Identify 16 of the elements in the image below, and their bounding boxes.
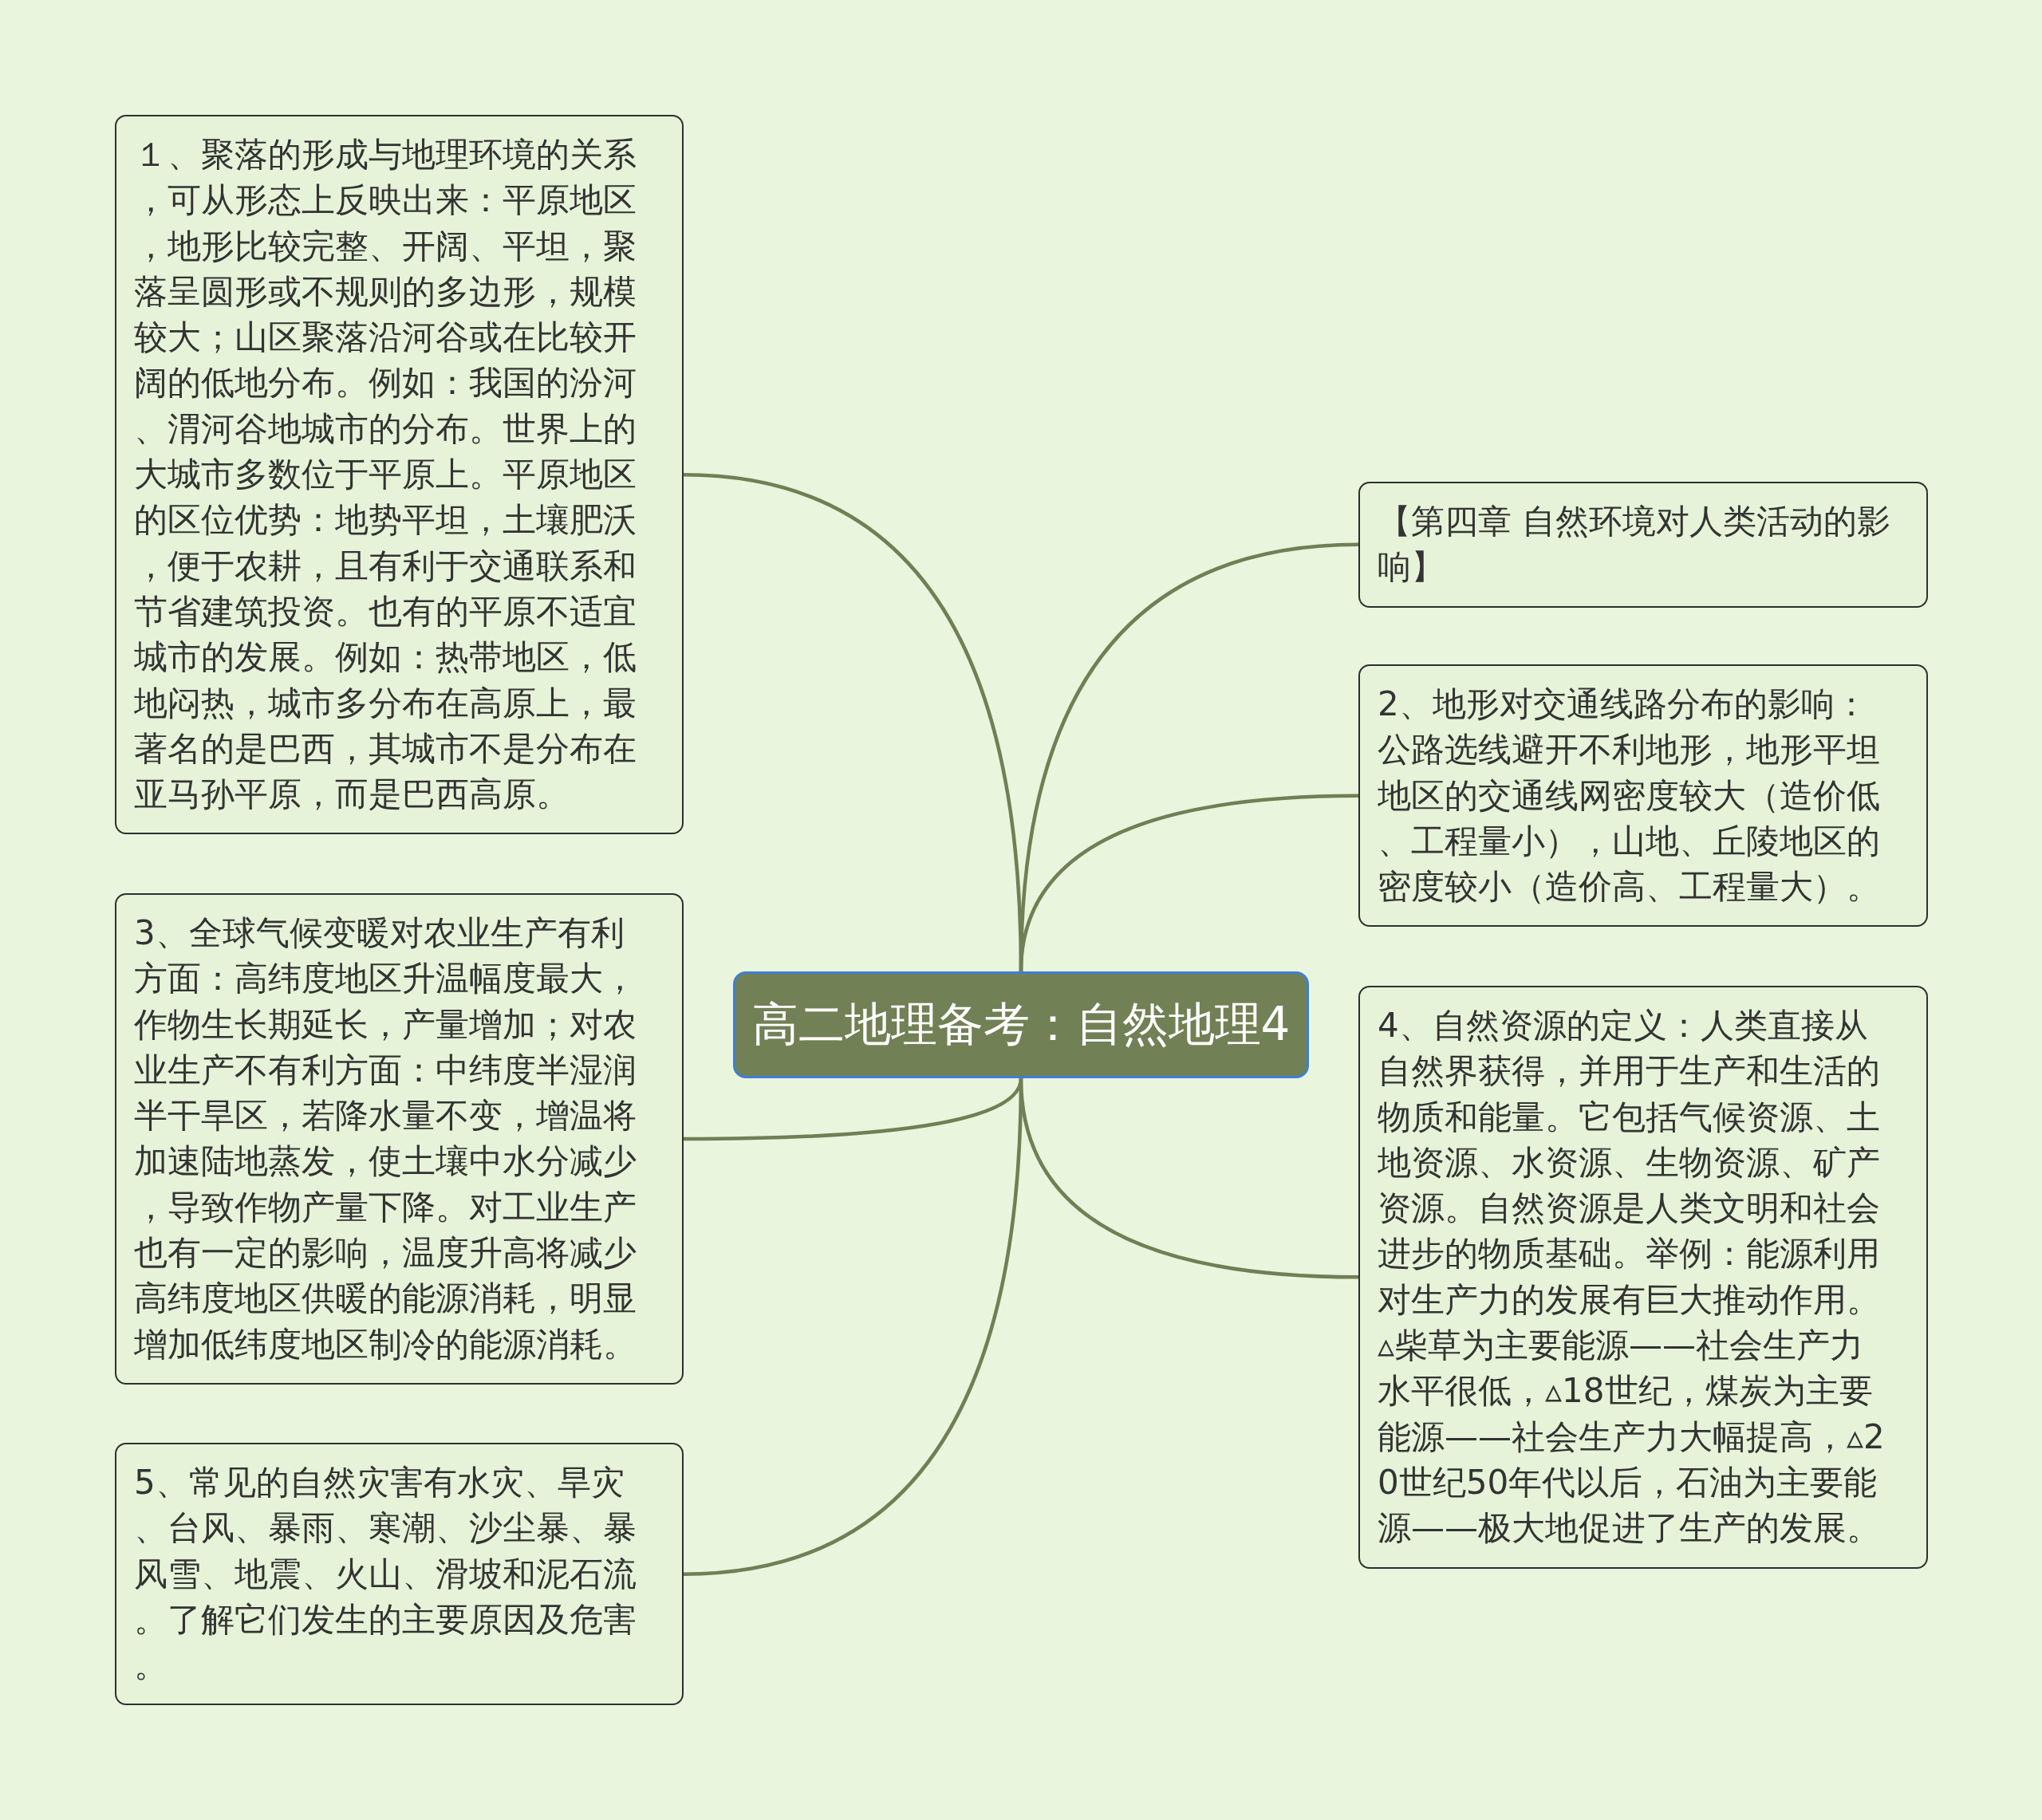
connector-line	[1019, 794, 1359, 972]
note-text: 【第四章 自然环境对人类活动的影响】	[1378, 501, 1892, 589]
topic-card	[115, 893, 684, 1385]
connector-line	[683, 1077, 1023, 1576]
note-text: 2、地形对交通线路分布的影响：公路选线避开不利地形，地形平坦地区的交通线网密度较大（造价低、工程量小），山地、丘陵地区的密度较小（造价高、工程量大）。	[1378, 683, 1881, 908]
topic-card	[1358, 482, 1928, 608]
note-text: １、聚落的形成与地理环境的关系，可从形态上反映出来：平原地区，地形比较完整、开阔、平坦，聚落呈圆形或不规则的多边形，规模较大；山区聚落沿河谷或在比较开阔的低地分布。例如：我国的汾河、渭河谷地城市的分布。世界上的大城市多数位于平原上。平原地区的区位优势：地势平坦，土壤肥沃，便于农耕，且有利于交通联系和节省建筑投资。也有的平原不适宜城市的发展。例如：热带地区，低地闷热，城市多分布在高原上，最著名的是巴西，其城市不是分布在亚马孙平原，而是巴西高原。	[134, 134, 637, 816]
topic-card	[115, 115, 684, 835]
note-text: 5、常见的自然灾害有水灾、旱灾、台风、暴雨、寒潮、沙尘暴、暴风雪、地震、火山、滑坡和泥石流。了解它们发生的主要原因及危害。	[134, 1462, 637, 1687]
topic-card	[1358, 664, 1928, 928]
note-text: 3、全球气候变暖对农业生产有利方面：高纬度地区升温幅度最大，作物生长期延长，产量增加；对农业生产不有利方面：中纬度半湿润半干旱区，若降水量不变，增温将加速陆地蒸发，使土壤中水分减少，导致作物产量下降。对工业生产也有一定的影响，温度升高将减少高纬度地区供暖的能源消耗，明显增加低纬度地区制冷的能源消耗。	[134, 912, 637, 1365]
central-topic-box	[733, 971, 1309, 1078]
central-topic-text: 高二地理备考：自然地理4	[751, 997, 1291, 1053]
note-text: 4、自然资源的定义：人类直接从自然界获得，并用于生产和生活的物质和能量。它包括气候资源、土地资源、水资源、生物资源、矿产资源。自然资源是人类文明和社会进步的物质基础。举例：能源利用对生产力的发展有巨大推动作用。▵柴草为主要能源——社会生产力水平很低，▵18世纪，煤炭为主要能源——社会生产力大幅提高，▵20世纪50年代以后，石油为主要能源——极大地促进了生产的发展。	[1378, 1005, 1886, 1550]
topic-card	[115, 1443, 684, 1706]
topic-card	[1358, 986, 1928, 1569]
